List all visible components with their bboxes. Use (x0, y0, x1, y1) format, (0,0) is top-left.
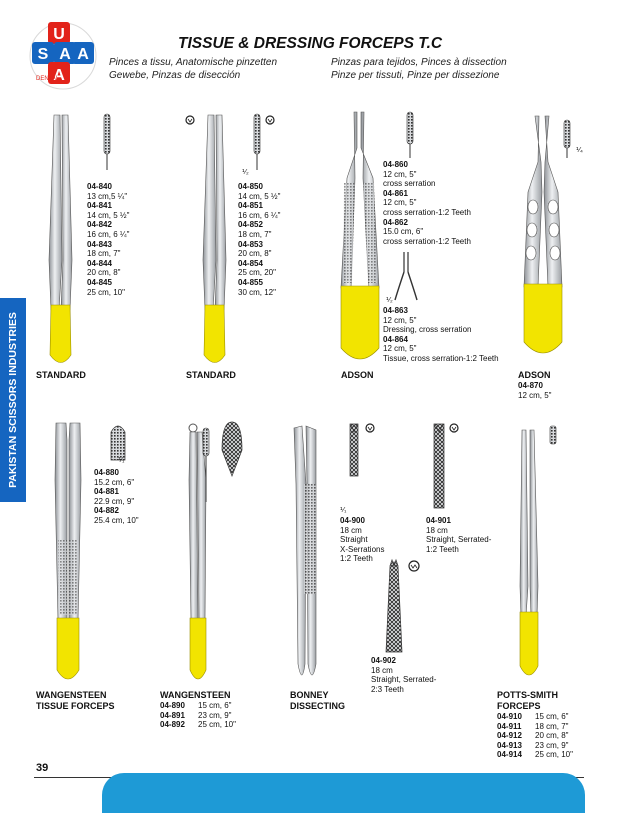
wangensteen-forceps-image (188, 423, 207, 680)
wangensteen-label: WANGENSTEEN (160, 690, 231, 700)
bonney-900-tip-detail (349, 423, 375, 477)
potts-smith-label-1: POTTS-SMITH (497, 690, 558, 700)
subtitle-left-1: Pinces a tissu, Anatomische pinzetten (109, 57, 278, 68)
adson-dressing-tip-detail (394, 252, 418, 301)
potts-smith-label-2: FORCEPS (497, 701, 541, 711)
bonney-902-tip-detail (385, 558, 420, 653)
wangensteen-tissue-specs: 04-880 15.2 cm, 6" 04-881 22.9 cm, 9" 04… (94, 468, 139, 525)
potts-smith-tip-detail (549, 425, 557, 445)
footer-banner (102, 773, 585, 813)
ratio-label: ⅟₄ (576, 147, 583, 154)
adson-tip-detail (406, 111, 414, 158)
svg-text:A: A (77, 46, 89, 63)
logo-mark: U S A A A DENTAL (29, 22, 97, 90)
page-title: TISSUE & DRESSING FORCEPS T.C (178, 35, 443, 52)
adson-label: ADSON (341, 370, 374, 380)
standard-toothed-tip-detail (253, 113, 275, 170)
adson-specs-b: 04-863 12 cm, 5" Dressing, cross serrati… (383, 306, 499, 363)
bonney-900-specs: 04-900 18 cm Straight X-Serrations 1:2 T… (340, 516, 385, 564)
bonney-901-specs: 04-901 18 cm Straight, Serrated- 1:2 Tee… (426, 516, 492, 554)
bonney-label-1: BONNEY (290, 690, 329, 700)
wangensteen-tissue-label-1: WANGENSTEEN (36, 690, 107, 700)
adson-fenestrated-tip-detail (563, 119, 571, 158)
ratio-label: ⅟₂ (386, 297, 393, 304)
logo-letter-s: S (38, 46, 49, 63)
adson-fenestrated-specs: 04-870 12 cm, 5" (518, 381, 552, 400)
side-banner-text: PAKISTAN SCISSORS INDUSTRIES (7, 312, 19, 488)
standard-label: STANDARD (36, 370, 86, 380)
standard-forceps-image (48, 114, 73, 363)
adson-forceps-image (340, 111, 380, 360)
ratio-label: ⅟₁ (118, 457, 125, 464)
logo-ring-text: DENTAL (36, 76, 60, 82)
subtitle-right-1: Pinzas para tejidos, Pinces à dissection (331, 57, 507, 68)
wangensteen-tissue-forceps-image (54, 422, 82, 680)
subtitle-right-2: Pinze per tissuti, Pinze per dissezione (331, 70, 500, 81)
standard-tip-detail (103, 113, 111, 170)
adson-fenestrated-forceps-image (523, 115, 563, 354)
bonney-label-2: DISSECTING (290, 701, 346, 711)
standard-toothed-specs: 04-850 14 cm, 5 ½" 04-851 16 cm, 6 ¼" 04… (238, 182, 281, 297)
standard-specs: 04-840 13 cm,5 ¼" 04-841 14 cm, 5 ½" 04-… (87, 182, 130, 297)
logo-letter-a: A (59, 46, 71, 63)
page-number: 39 (36, 762, 49, 774)
adson-fenestrated-label: ADSON (518, 370, 551, 380)
wangensteen-tip-detail (202, 421, 243, 502)
ratio-label: ⅟₁ (340, 507, 347, 514)
standard-toothed-label: STANDARD (186, 370, 236, 380)
adson-specs-a: 04-860 12 cm, 5" cross serration 04-861 … (383, 160, 471, 246)
svg-text:A: A (53, 67, 65, 84)
teeth-detail-icon (185, 115, 195, 125)
bonney-902-specs: 04-902 18 cm Straight, Serrated- 2:3 Tee… (371, 656, 437, 694)
wangensteen-tissue-tip-detail (110, 425, 126, 461)
ratio-label: ⅟₂ (242, 169, 249, 176)
usa-dental-logo: U S A A A DENTAL (29, 22, 97, 90)
spec-row: 04-840 (87, 182, 112, 191)
side-banner (0, 298, 26, 502)
wangensteen-tissue-label-2: TISSUE FORCEPS (36, 701, 115, 711)
bonney-forceps-image (293, 425, 317, 676)
bonney-901-tip-detail (433, 423, 459, 509)
logo-letter-u: U (53, 26, 65, 43)
subtitle-left-2: Gewebe, Pinzas de disección (109, 70, 241, 81)
potts-smith-forceps-image (519, 429, 539, 676)
standard-toothed-forceps-image (202, 114, 227, 363)
